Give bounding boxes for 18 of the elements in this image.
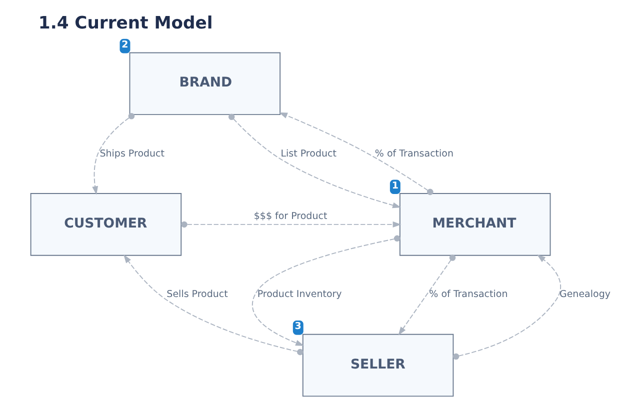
arrow <box>251 235 400 346</box>
edge-label: % of Transaction <box>374 148 453 160</box>
arrow <box>452 254 561 360</box>
edge-label: Ships Product <box>99 148 164 160</box>
edge-label: Product Inventory <box>256 289 342 300</box>
node-box: CUSTOMER <box>30 193 182 256</box>
edge-label: Sells Product <box>166 289 228 300</box>
node-label: 3 <box>294 321 301 332</box>
arrow <box>92 112 134 195</box>
node-label: 1 <box>391 180 398 192</box>
edge-label: % of Transaction <box>428 289 508 300</box>
edge-label: Genealogy <box>558 289 610 300</box>
arrow <box>398 254 456 336</box>
edge-label: $$$ for Product <box>253 210 327 222</box>
edge-label: List Product <box>280 148 336 160</box>
diagram-title: 1.4 Current Model <box>38 13 212 34</box>
node-label: 2 <box>121 40 128 50</box>
arrow <box>180 221 401 228</box>
